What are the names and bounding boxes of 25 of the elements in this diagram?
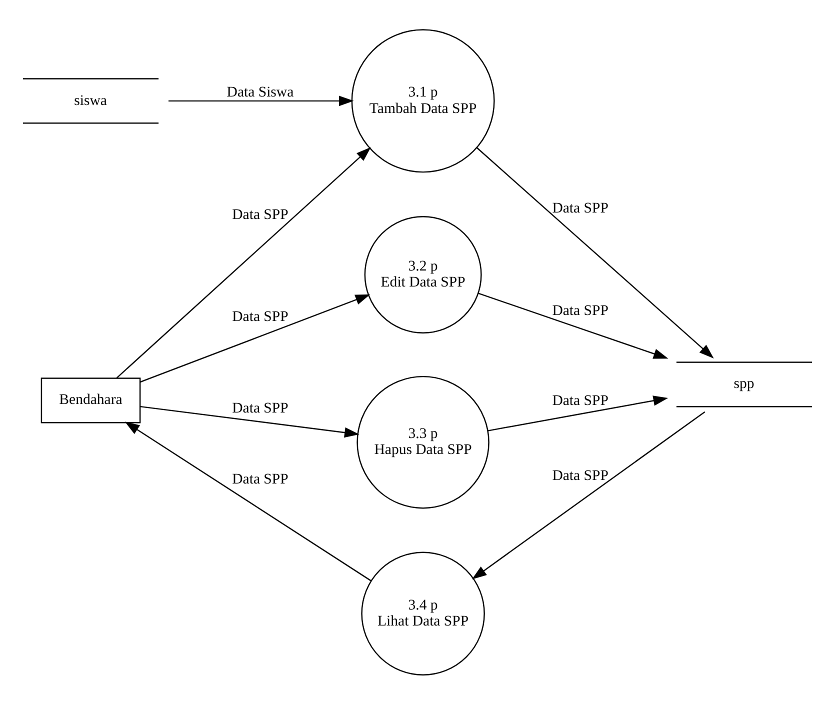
- node-circle: 3.1 p Tambah Data SPP: [351, 28, 495, 172]
- arrow: [140, 405, 360, 438]
- node-circle: 3.2 p Edit Data SPP: [364, 215, 482, 333]
- arrow: [124, 421, 372, 581]
- arrow: [168, 95, 354, 106]
- node-circle: 3.4 p Lihat Data SPP: [361, 551, 485, 676]
- edge-label: Data Siswa: [226, 84, 294, 100]
- edge-label: Data SPP: [552, 468, 608, 484]
- arrow: [476, 146, 714, 358]
- arrow: [478, 292, 668, 358]
- edge-label: Data SPP: [552, 392, 608, 408]
- edge-label: Data SPP: [552, 200, 608, 216]
- edge-label: Data SPP: [552, 302, 608, 318]
- edge-label: Data SPP: [232, 471, 288, 488]
- node-text: siswa: [74, 92, 107, 108]
- arrow: [488, 395, 668, 431]
- edge-label: Data SPP: [232, 206, 288, 222]
- node-circle: 3.3 p Hapus Data SPP: [356, 375, 490, 508]
- edge-label: Data SPP: [232, 400, 288, 416]
- edge-label: Data SPP: [232, 308, 288, 325]
- arrow: [472, 410, 706, 579]
- node-text: spp: [734, 376, 754, 392]
- arrow: [140, 294, 370, 382]
- arrow: [116, 146, 371, 378]
- node-box: Bendahara: [40, 377, 141, 423]
